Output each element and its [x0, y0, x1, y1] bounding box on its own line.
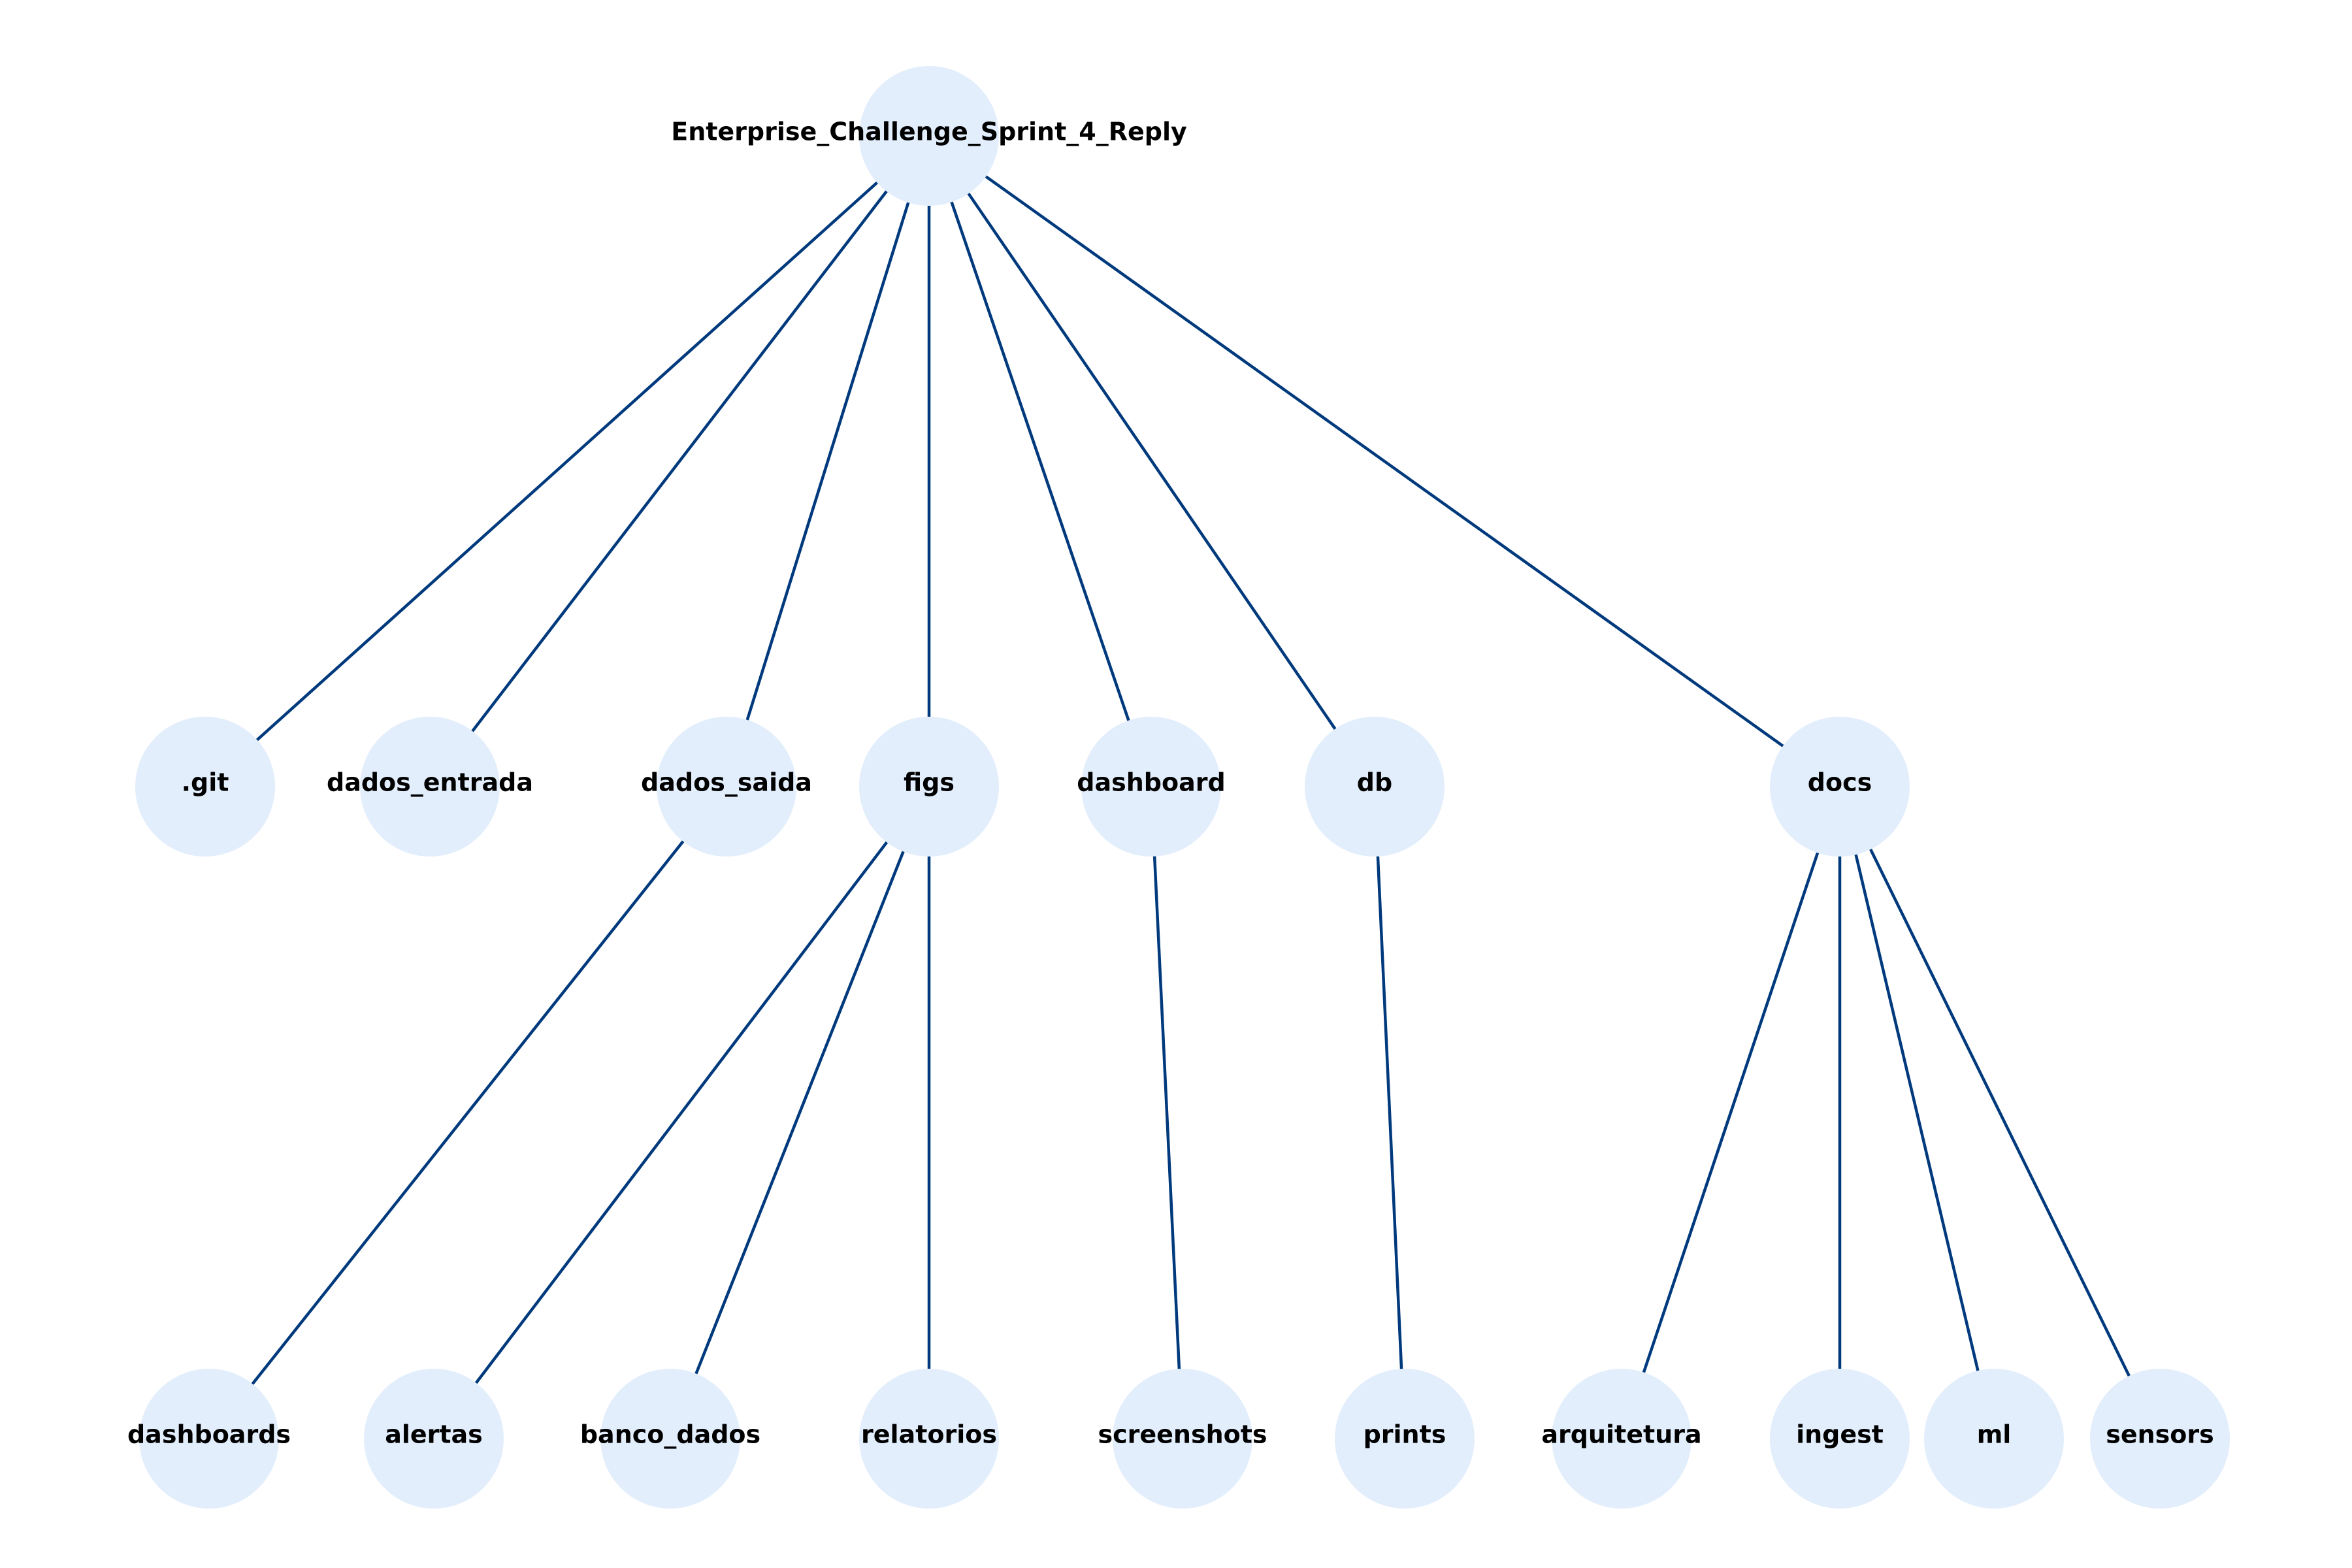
node-label-db: db: [1357, 768, 1392, 797]
node-label-ml: ml: [1977, 1420, 2012, 1449]
node-dados_saida: dados_saida: [641, 717, 812, 857]
node-prints: prints: [1335, 1369, 1475, 1509]
node-label-figs: figs: [904, 768, 955, 797]
node-dados_entrada: dados_entrada: [327, 717, 533, 857]
node-sensors: sensors: [2090, 1369, 2230, 1509]
node-label-root: Enterprise_Challenge_Sprint_4_Reply: [671, 118, 1187, 146]
edge-dados_saida-to-dashboards: [208, 785, 728, 1440]
edge-figs-to-alertas: [433, 785, 930, 1440]
edge-root-to-dados_saida: [725, 135, 931, 787]
node-label-banco_dados: banco_dados: [580, 1420, 760, 1449]
node-ingest: ingest: [1770, 1369, 1910, 1509]
edge-dashboard-to-screenshots: [1149, 786, 1184, 1439]
node-circle-git: [135, 717, 275, 857]
node-circle-screenshots: [1113, 1369, 1252, 1509]
node-circle-ml: [1924, 1369, 2064, 1509]
node-banco_dados: banco_dados: [580, 1369, 760, 1509]
node-layer: Enterprise_Challenge_Sprint_4_Reply .git d…: [127, 66, 2230, 1509]
node-figs: figs: [859, 717, 999, 857]
node-ml: ml: [1924, 1369, 2064, 1509]
node-label-arquitetura: arquitetura: [1541, 1420, 1701, 1449]
node-label-alertas: alertas: [385, 1420, 483, 1449]
node-circle-prints: [1335, 1369, 1475, 1509]
node-label-dados_saida: dados_saida: [641, 768, 812, 797]
node-dashboards: dashboards: [127, 1369, 291, 1509]
node-label-dashboards: dashboards: [127, 1420, 291, 1449]
node-screenshots: screenshots: [1098, 1369, 1267, 1509]
node-circle-dados_entrada: [360, 717, 500, 857]
node-circle-ingest: [1770, 1369, 1910, 1509]
node-arquitetura: arquitetura: [1541, 1369, 1702, 1509]
node-circle-docs: [1770, 717, 1910, 857]
node-alertas: alertas: [364, 1369, 504, 1509]
node-circle-dados_saida: [657, 717, 796, 857]
node-circle-figs: [859, 717, 999, 857]
node-circle-root: [859, 66, 999, 206]
node-label-git: .git: [182, 768, 229, 797]
node-label-relatorios: relatorios: [861, 1420, 997, 1449]
node-circle-dashboard: [1081, 717, 1221, 857]
edge-db-to-prints: [1373, 786, 1407, 1439]
node-dashboard: dashboard: [1077, 717, 1226, 857]
edge-figs-to-banco_dados: [668, 786, 931, 1439]
node-relatorios: relatorios: [859, 1369, 999, 1509]
node-circle-dashboards: [139, 1369, 279, 1509]
node-db: db: [1305, 717, 1445, 857]
edge-docs-to-sensors: [1838, 786, 2162, 1439]
node-label-ingest: ingest: [1796, 1420, 1884, 1449]
node-circle-alertas: [364, 1369, 504, 1509]
node-git: .git: [135, 717, 275, 857]
node-docs: docs: [1770, 717, 1910, 857]
edge-docs-to-ml: [1838, 786, 1996, 1439]
edge-layer: [204, 135, 2162, 1440]
edge-root-to-dados_entrada: [429, 135, 930, 788]
edge-root-to-docs: [928, 135, 1841, 788]
node-label-screenshots: screenshots: [1098, 1420, 1267, 1449]
edge-root-to-dashboard: [927, 135, 1153, 787]
edge-root-to-db: [928, 135, 1376, 788]
node-label-dados_entrada: dados_entrada: [327, 768, 533, 797]
edge-root-to-git: [204, 135, 930, 788]
node-circle-arquitetura: [1552, 1369, 1691, 1509]
node-circle-sensors: [2090, 1369, 2230, 1509]
node-circle-banco_dados: [600, 1369, 740, 1509]
node-label-dashboard: dashboard: [1077, 768, 1225, 797]
node-circle-db: [1305, 717, 1445, 857]
node-label-prints: prints: [1364, 1420, 1446, 1449]
node-label-docs: docs: [1808, 768, 1872, 797]
edge-docs-to-arquitetura: [1620, 786, 1842, 1439]
node-circle-relatorios: [859, 1369, 999, 1509]
node-label-sensors: sensors: [2106, 1420, 2214, 1449]
node-root: Enterprise_Challenge_Sprint_4_Reply: [671, 66, 1187, 206]
